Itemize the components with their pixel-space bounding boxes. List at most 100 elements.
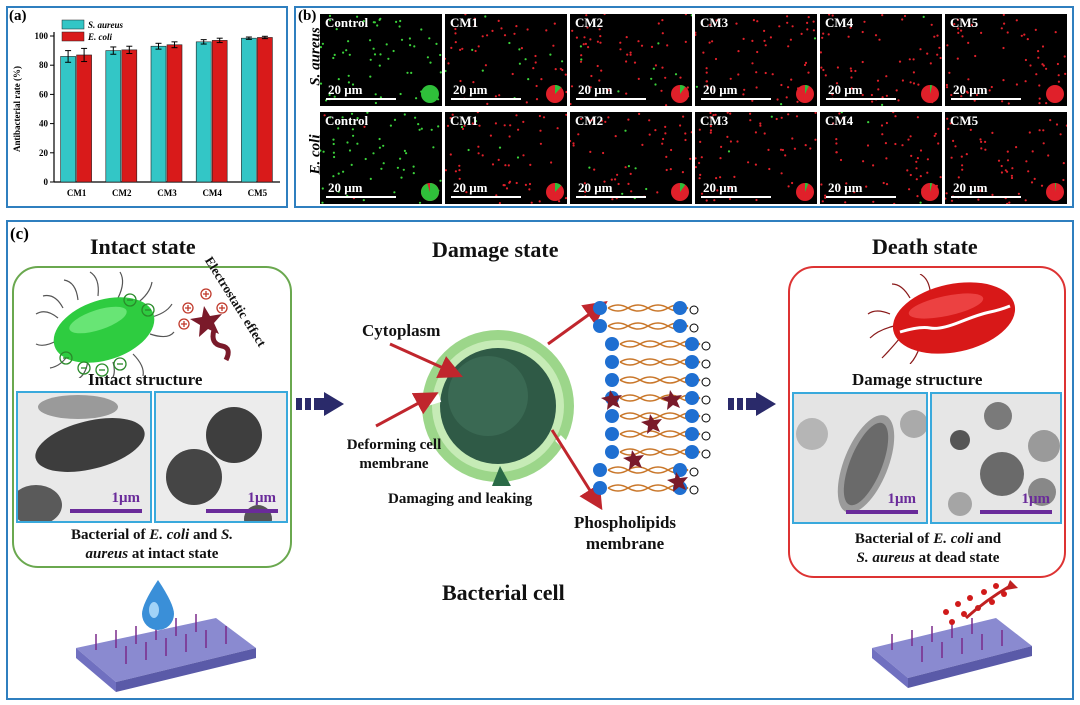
bacterium-dot xyxy=(538,114,541,118)
bacterium-dot xyxy=(342,170,345,173)
charge-icon xyxy=(701,377,711,387)
scale-bar-label: 20 μm xyxy=(453,180,488,195)
bacterium-dot xyxy=(332,175,335,178)
arrow-right-icon xyxy=(728,392,776,416)
bacterium-dot xyxy=(621,192,624,195)
bacterium-dot xyxy=(329,19,332,22)
bacterium-dot xyxy=(561,68,564,72)
bacterium-dot xyxy=(695,33,697,36)
bacterium-dot xyxy=(728,187,731,190)
panel-a-label: (a) xyxy=(9,8,27,24)
scale-bar xyxy=(451,196,521,198)
bacterium-dot xyxy=(910,154,913,157)
bacterium-dot xyxy=(399,19,402,23)
bacterium-dot xyxy=(988,89,991,92)
bacterium-dot xyxy=(1006,159,1010,162)
bar-saureus xyxy=(60,56,76,183)
bacterium-dot xyxy=(698,177,701,180)
x-tick-label: CM1 xyxy=(67,188,87,198)
bacterium-dot xyxy=(625,60,628,63)
charge-icon xyxy=(689,305,699,315)
bacterium-dot xyxy=(849,67,852,70)
bacterium-dot xyxy=(461,127,465,130)
bacterium-dot xyxy=(926,158,929,161)
bacterium-dot xyxy=(400,38,404,41)
bacterium-dot xyxy=(804,61,808,64)
scale-bar xyxy=(576,196,646,198)
bacterium-dot xyxy=(1025,160,1028,163)
bacterium-dot xyxy=(909,173,912,177)
bacterium-dot xyxy=(580,54,583,57)
bacterium-dot xyxy=(520,47,523,50)
bacterium-dot xyxy=(759,124,762,127)
bacterium-dot xyxy=(508,135,511,138)
bacterium-dot xyxy=(885,183,889,186)
bacterium-dot xyxy=(398,25,401,28)
bacterium-dot xyxy=(580,58,583,61)
live-fraction-slice xyxy=(680,183,686,192)
bacterium-dot xyxy=(540,78,543,81)
bacterium-dot xyxy=(764,71,767,75)
bacterium-dot xyxy=(1054,31,1057,34)
bacterium-dot xyxy=(844,201,847,204)
bacterium-dot xyxy=(926,171,929,174)
bacterium-dot xyxy=(463,124,466,127)
bacterium-dot xyxy=(821,36,824,39)
bacterium-dot xyxy=(320,46,322,49)
bacteria-dots xyxy=(445,14,567,105)
bacterium-dot xyxy=(638,112,641,115)
bacterium-dot xyxy=(362,199,365,202)
bacterium-dot xyxy=(464,14,467,16)
bacterium-dot xyxy=(847,35,850,38)
bacterium-dot xyxy=(1055,123,1059,126)
bacterium-dot xyxy=(768,167,771,171)
bacterium-dot xyxy=(428,37,431,40)
bacterium-dot xyxy=(351,128,354,131)
bacterium-dot xyxy=(527,78,530,81)
bacterium-dot xyxy=(961,168,964,171)
bacterium-dot xyxy=(874,34,878,37)
bacterium-dot xyxy=(956,57,959,60)
bacterium-dot xyxy=(550,161,553,164)
bacterium-dot xyxy=(369,58,372,61)
bacterium-dot xyxy=(936,34,939,37)
lipid-head xyxy=(685,373,699,387)
bacterium-dot xyxy=(845,182,848,185)
bacterium-dot xyxy=(1002,79,1005,82)
bacterium-dot xyxy=(552,44,555,47)
bacterium-dot xyxy=(684,132,687,135)
bacterium-dot xyxy=(373,53,377,56)
bacterium-dot xyxy=(867,121,870,124)
bacterium-dot xyxy=(333,155,336,159)
bacterium-dot xyxy=(814,112,817,114)
bacterium-dot xyxy=(1000,27,1003,30)
lipid-head xyxy=(605,427,619,441)
bacterium-dot xyxy=(526,28,529,31)
bacterium-dot xyxy=(439,53,442,57)
bacterium-dot xyxy=(870,93,873,97)
bacterium-dot xyxy=(641,143,644,146)
bacterium-dot xyxy=(393,118,397,121)
bacterium-dot xyxy=(588,166,591,169)
bacterium-dot xyxy=(393,191,396,194)
bacterium-dot xyxy=(474,120,478,123)
micrograph-label: CM4 xyxy=(825,15,854,30)
bacterium-dot xyxy=(979,138,982,141)
bacterium-dot xyxy=(840,112,843,114)
bacterium-dot xyxy=(733,175,736,178)
bacterium-dot xyxy=(698,161,701,165)
bacterium-dot xyxy=(778,25,781,28)
bacterium-dot xyxy=(787,185,790,188)
bacterium-dot xyxy=(369,75,372,78)
bacterium-dot xyxy=(898,60,902,63)
live-fraction-slice xyxy=(555,183,562,192)
bacterium-dot xyxy=(756,50,759,54)
bacterium-dot xyxy=(1042,142,1045,145)
bacterium-dot xyxy=(735,22,738,25)
micrograph-label: CM2 xyxy=(575,113,604,128)
bacterium-dot xyxy=(439,179,442,182)
bacterium-dot xyxy=(589,150,592,153)
bacterium-dot xyxy=(779,148,783,151)
bacterium-dot xyxy=(515,114,518,117)
bacteria-dots xyxy=(695,15,817,106)
